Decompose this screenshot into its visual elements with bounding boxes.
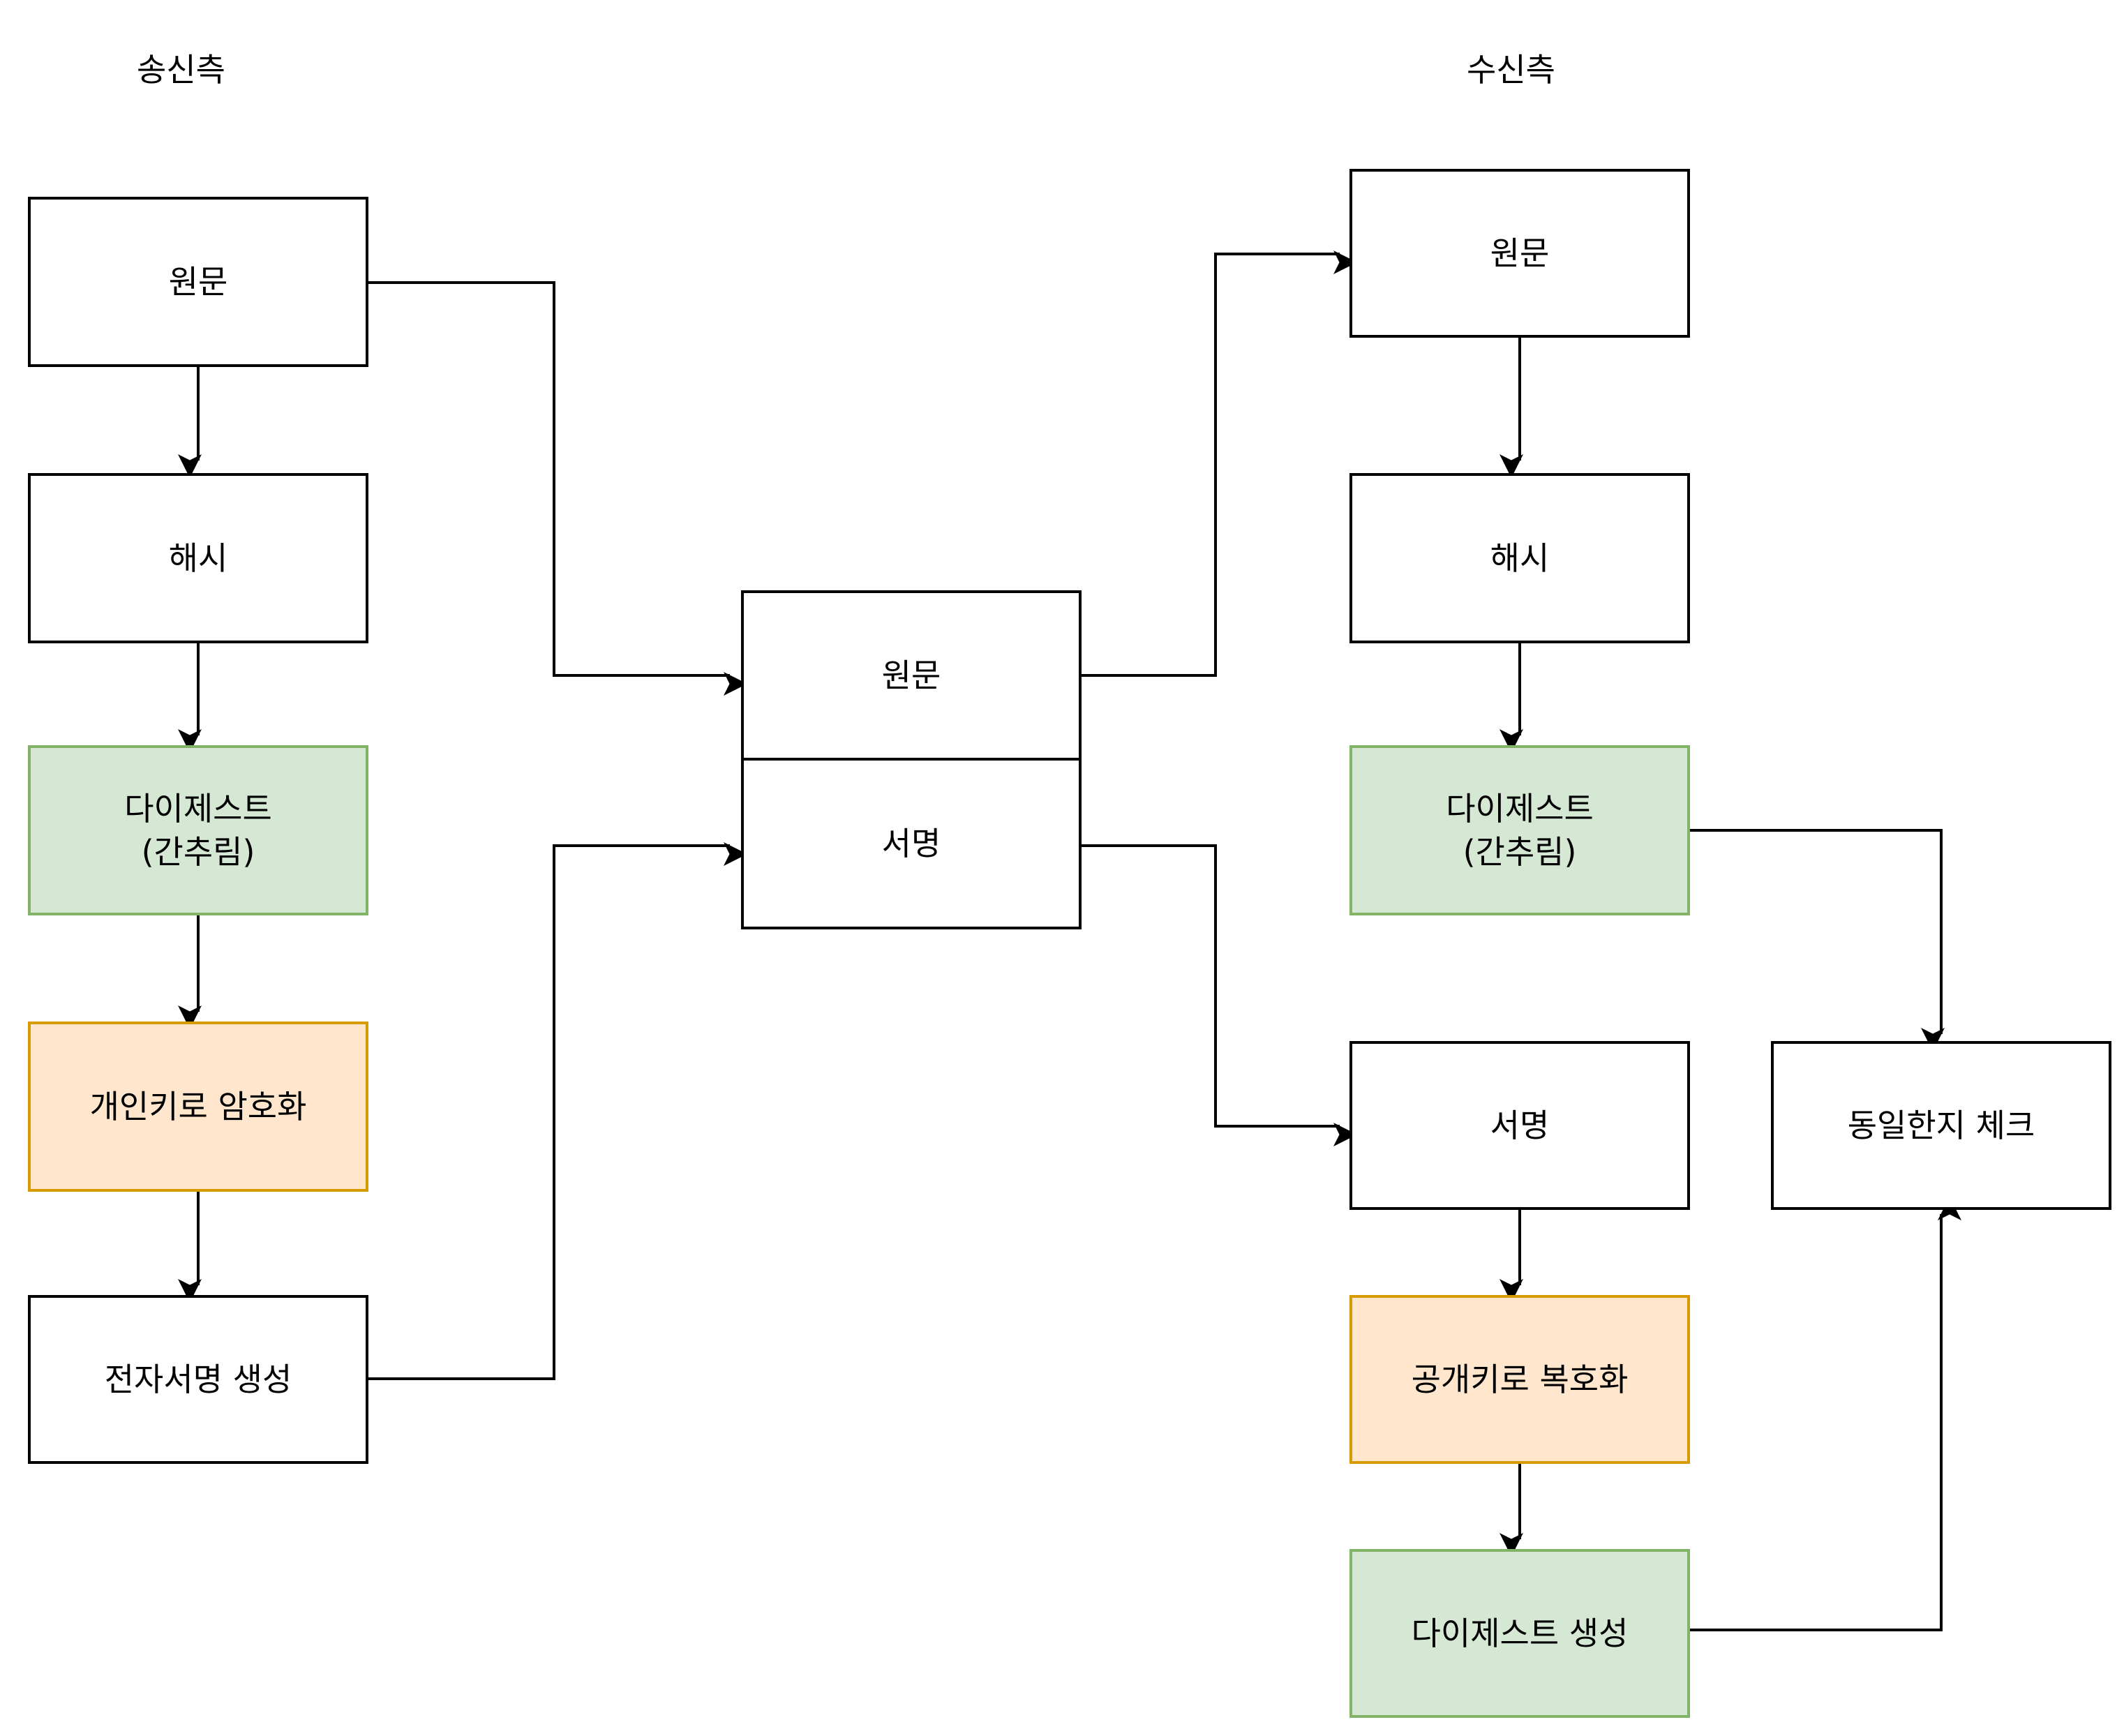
receiver-heading: 수신측 bbox=[1467, 51, 1555, 89]
edge-message-to-receiver-signature bbox=[1082, 844, 1358, 1147]
receiver-digest-create-box[interactable]: 다이제스트 생성 bbox=[1349, 1549, 1690, 1718]
message-box[interactable]: 원문 서명 bbox=[741, 590, 1082, 929]
receiver-digest-box[interactable]: 다이제스트 (간추림) bbox=[1349, 745, 1690, 915]
receiver-decrypt-box[interactable]: 공개키로 복호화 bbox=[1349, 1295, 1690, 1464]
compare-box[interactable]: 동일한지 체크 bbox=[1771, 1041, 2111, 1210]
receiver-hash-box[interactable]: 해시 bbox=[1349, 473, 1690, 643]
edge-sender-original-to-message bbox=[368, 281, 748, 696]
edge-signature-to-message bbox=[368, 842, 748, 1380]
receiver-original-box[interactable]: 원문 bbox=[1349, 169, 1690, 338]
sender-original-box[interactable]: 원문 bbox=[28, 197, 368, 367]
sender-signature-create-box[interactable]: 전자서명 생성 bbox=[28, 1295, 368, 1464]
sender-heading: 송신측 bbox=[137, 51, 225, 89]
edge-message-to-receiver-original bbox=[1082, 250, 1358, 677]
sender-digest-box[interactable]: 다이제스트 (간추림) bbox=[28, 745, 368, 915]
edge-digest-create-to-compare bbox=[1690, 1196, 1962, 1631]
sender-hash-box[interactable]: 해시 bbox=[28, 473, 368, 643]
message-original-cell: 원문 bbox=[744, 593, 1079, 761]
receiver-signature-box[interactable]: 서명 bbox=[1349, 1041, 1690, 1210]
sender-encrypt-box[interactable]: 개인키로 암호화 bbox=[28, 1022, 368, 1192]
edge-digest-to-compare bbox=[1690, 829, 1945, 1052]
message-signature-cell: 서명 bbox=[881, 825, 941, 862]
